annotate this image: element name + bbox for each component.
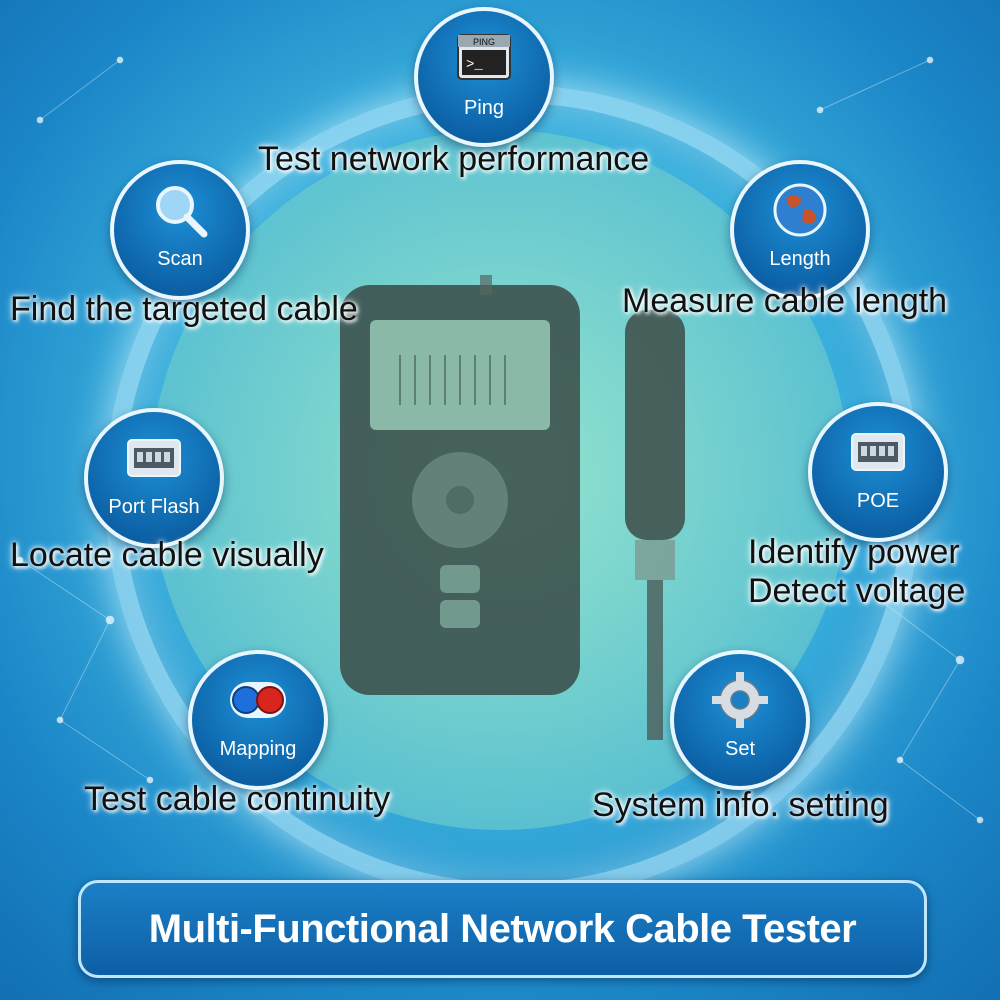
magnifier-icon <box>156 186 208 238</box>
set-badge[interactable]: Set <box>670 650 810 790</box>
scan-caption: Find the targeted cable <box>10 290 358 328</box>
cable-tester-device <box>340 275 580 695</box>
ethernet-port-icon <box>851 433 905 471</box>
set-caption: System info. setting <box>592 786 889 824</box>
port-flash-caption: Locate cable visually <box>10 536 324 574</box>
ping-terminal-icon: PING >_ <box>457 34 511 80</box>
poe-label: POE <box>856 490 900 512</box>
port-flash-label: Port Flash <box>108 496 200 518</box>
mapping-badge[interactable]: Mapping <box>188 650 328 790</box>
length-label: Length <box>769 248 831 270</box>
gear-icon <box>712 672 768 728</box>
mapping-label: Mapping <box>219 738 297 760</box>
svg-text:PING: PING <box>473 37 495 47</box>
remote-probe <box>625 310 685 740</box>
mapping-dots-icon <box>230 682 286 718</box>
banner-title: Multi-Functional Network Cable Tester <box>148 906 857 951</box>
ping-label: Ping <box>463 97 505 119</box>
poe-caption-line2: Detect voltage <box>748 572 966 610</box>
ethernet-port-icon <box>127 439 181 477</box>
ping-caption: Test network performance <box>258 140 650 178</box>
title-banner: Multi-Functional Network Cable Tester <box>78 880 927 978</box>
poe-badge[interactable]: POE <box>808 402 948 542</box>
scan-label: Scan <box>157 248 203 270</box>
port-flash-badge[interactable]: Port Flash <box>84 408 224 548</box>
ping-badge[interactable]: PING >_ Ping <box>414 7 554 147</box>
globe-icon <box>773 183 827 237</box>
length-badge[interactable]: Length <box>730 160 870 300</box>
mapping-caption: Test cable continuity <box>84 780 391 818</box>
poe-caption-line1: Identify power <box>748 533 960 571</box>
set-label: Set <box>724 738 756 760</box>
svg-text:>_: >_ <box>466 57 483 73</box>
scan-badge[interactable]: Scan <box>110 160 250 300</box>
length-caption: Measure cable length <box>622 282 948 320</box>
